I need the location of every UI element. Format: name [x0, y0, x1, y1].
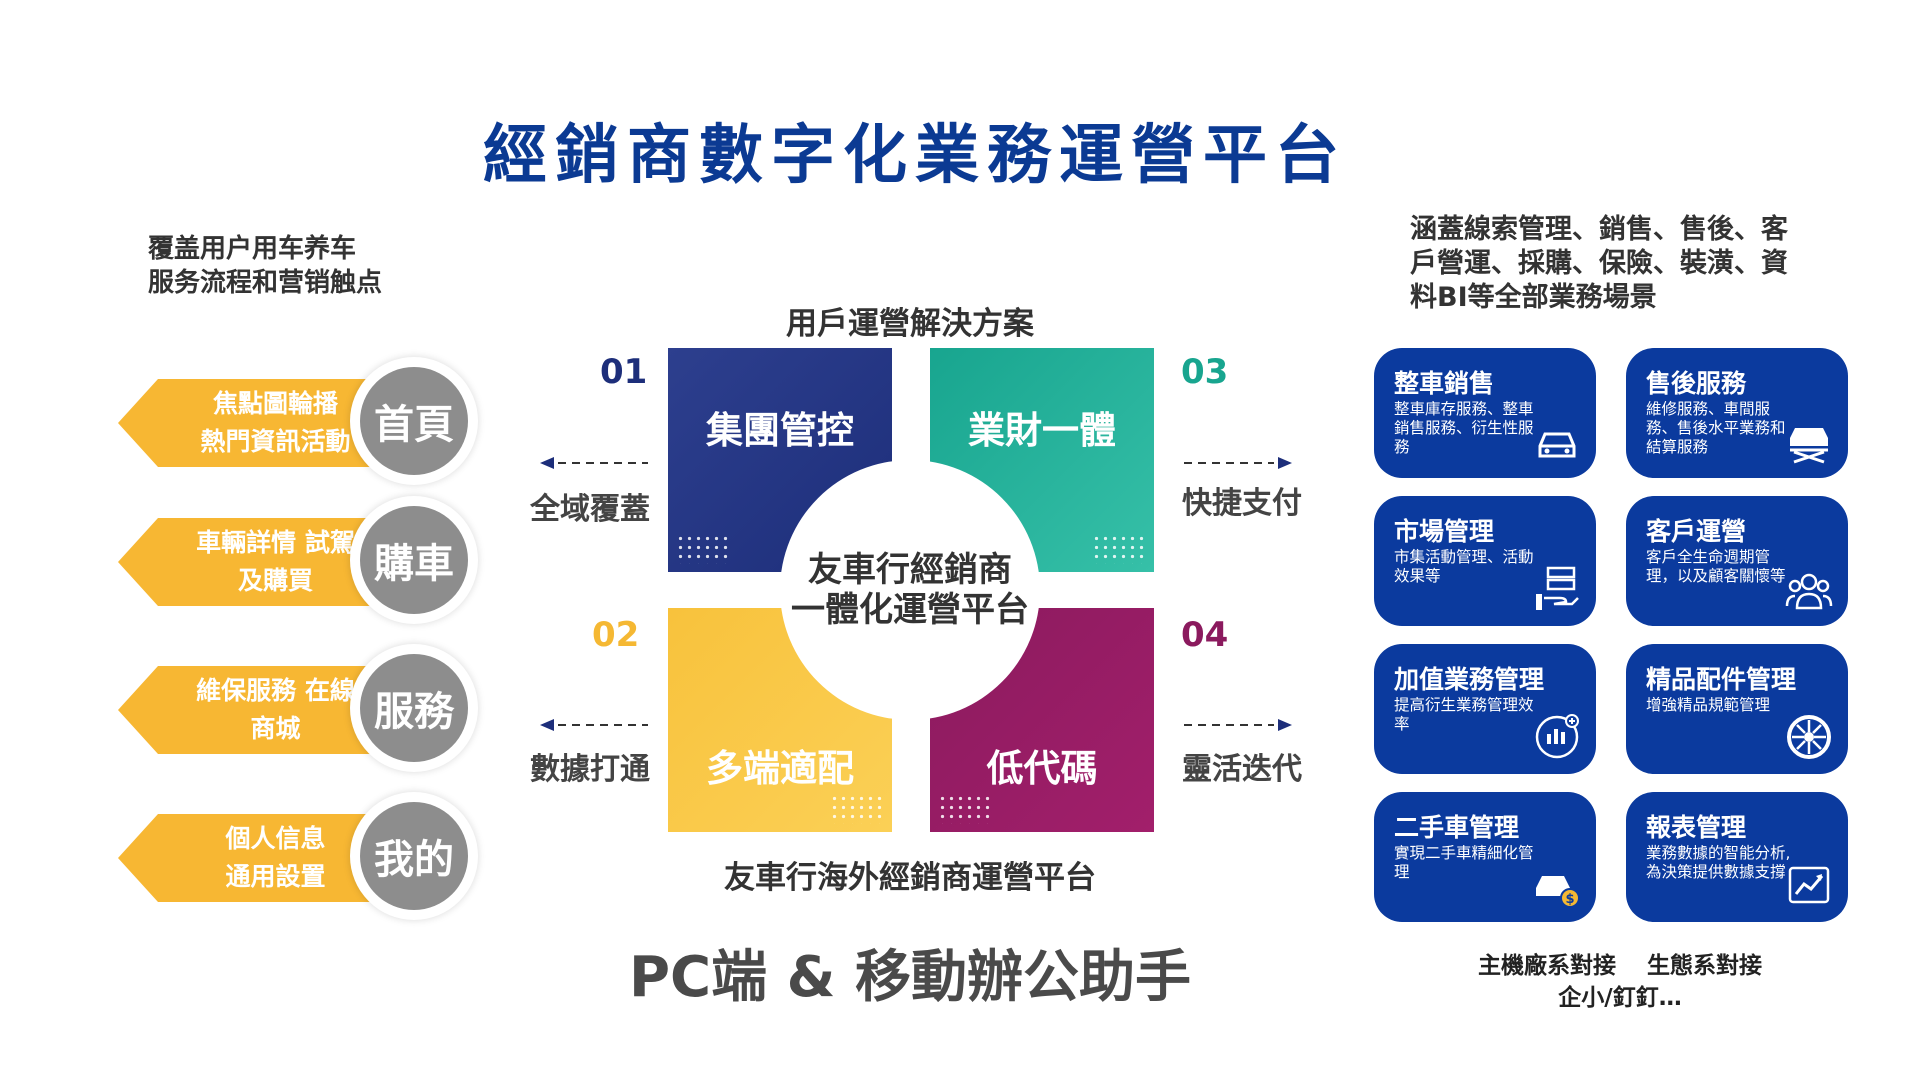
- quadrant-label: 低代碼: [986, 747, 1098, 790]
- card-vehicle-sales: 整車銷售 整車庫存服務、整車銷售服務、衍生性服務: [1374, 348, 1596, 478]
- car-lift-icon: [1790, 428, 1828, 464]
- card-value-added: 加值業務管理 提高衍生業務管理效率: [1374, 644, 1596, 774]
- card-desc: 實現二手車精細化管理: [1394, 844, 1534, 881]
- desc-line: 焦點圖輪播: [212, 389, 338, 418]
- quadrant-number: 03: [1181, 352, 1229, 392]
- desc-line: 及購買: [237, 566, 313, 595]
- nav-circle-label: 購車: [360, 506, 468, 614]
- nav-circle: 首頁: [350, 357, 478, 485]
- quadrant-label: 集團管控: [706, 409, 854, 452]
- quadrant-number: 04: [1181, 615, 1229, 655]
- quadrant-label: 多端適配: [706, 747, 854, 790]
- nav-circle: 服務: [350, 644, 478, 772]
- desc-line: 通用設置: [225, 862, 326, 891]
- arrow-left-icon: [540, 719, 648, 731]
- center-circle-line: 一體化運營平台: [791, 590, 1029, 630]
- right-intro-line: 涵蓋線索管理、銷售、售後、客: [1410, 214, 1788, 245]
- side-label: 靈活迭代: [1182, 752, 1302, 787]
- side-label: 全域覆蓋: [530, 492, 650, 527]
- card-title: 二手車管理: [1394, 813, 1520, 842]
- nav-item-home: 焦點圖輪播熱門資訊活動 首頁: [118, 357, 478, 485]
- dot-pattern: [676, 534, 730, 564]
- card-desc: 業務數據的智能分析,為決策提供數據支撐: [1646, 844, 1791, 881]
- integration-note: 主機廠系對接 生態系對接 企小/釘釘…: [1410, 950, 1830, 1014]
- quadrant-label: 業財一體: [968, 409, 1116, 452]
- desc-line: 維保服務 在線: [196, 676, 355, 705]
- nav-circle-label: 我的: [360, 802, 468, 910]
- quadrant-number: 02: [592, 615, 640, 655]
- nav-circle-label: 服務: [360, 654, 468, 762]
- card-desc: 整車庫存服務、整車銷售服務、衍生性服務: [1394, 400, 1534, 456]
- car-dollar-icon: $: [1536, 876, 1580, 908]
- card-customer-operations: 客戶運營 客戶全生命週期管理，以及顧客關懷等: [1626, 496, 1848, 626]
- nav-item-mine: 個人信息通用設置 我的: [118, 792, 478, 920]
- left-intro-line: 覆盖用户用车养车: [148, 234, 357, 264]
- card-desc: 提高衍生業務管理效率: [1394, 696, 1534, 733]
- platform-title: PC端 & 移動辦公助手: [629, 945, 1191, 1010]
- card-desc: 維修服務、車間服務、售後水平業務和結算服務: [1646, 400, 1786, 456]
- nav-item-buy-car: 車輛詳情 試駕及購買 購車: [118, 496, 478, 624]
- card-title: 客戶運營: [1646, 517, 1747, 546]
- arrow-left-icon: [540, 457, 648, 469]
- desc-line: 個人信息: [225, 824, 326, 853]
- left-intro-line: 服务流程和营销触点: [148, 268, 383, 298]
- nav-circle-label: 首頁: [360, 367, 468, 475]
- nav-item-desc: 維保服務 在線商城: [148, 666, 403, 754]
- dot-pattern: [938, 794, 992, 824]
- chart-hand-icon: [1535, 714, 1579, 759]
- card-title: 整車銷售: [1394, 369, 1495, 398]
- center-circle: 友車行經銷商 一體化運營平台: [780, 460, 1040, 720]
- card-market-management: 市場管理 市集活動管理、活動效果等: [1374, 496, 1596, 626]
- people-icon: [1785, 573, 1833, 610]
- nav-item-desc: 車輛詳情 試駕及購買: [148, 518, 403, 606]
- arrow-right-icon: [1184, 719, 1292, 731]
- trend-chart-icon: [1788, 866, 1830, 904]
- dot-pattern: [1092, 534, 1146, 564]
- card-title: 精品配件管理: [1646, 665, 1797, 694]
- desc-line: 車輛詳情 試駕: [196, 528, 355, 557]
- nav-item-desc: 個人信息通用設置: [148, 814, 403, 902]
- side-label: 快捷支付: [1182, 486, 1302, 521]
- card-desc: 客戶全生命週期管理，以及顧客關懷等: [1646, 548, 1786, 585]
- card-desc: 增強精品規範管理: [1646, 696, 1771, 714]
- right-intro-line: 料BI等全部業務場景: [1410, 282, 1657, 313]
- right-intro: 涵蓋線索管理、銷售、售後、客 戶營運、採購、保險、裝潢、資 料BI等全部業務場景: [1410, 213, 1830, 315]
- nav-circle: 購車: [350, 496, 478, 624]
- card-title: 加值業務管理: [1394, 665, 1545, 694]
- card-accessories: 精品配件管理 增強精品規範管理: [1626, 644, 1848, 774]
- integration-line: 主機廠系對接 生態系對接: [1477, 953, 1762, 979]
- right-intro-line: 戶營運、採購、保險、裝潢、資: [1410, 248, 1788, 279]
- car-icon: [1538, 432, 1576, 458]
- wheel-icon: [1787, 715, 1831, 759]
- card-desc: 市集活動管理、活動效果等: [1394, 548, 1534, 585]
- card-title: 報表管理: [1646, 813, 1747, 842]
- center-circle-line: 友車行經銷商: [808, 550, 1012, 590]
- center-bottom-heading: 友車行海外經銷商運營平台: [724, 860, 1096, 896]
- center-top-heading: 用戶運營解決方案: [786, 306, 1034, 342]
- nav-item-service: 維保服務 在線商城 服務: [118, 644, 478, 772]
- side-label: 數據打通: [530, 752, 650, 787]
- card-after-sales: 售後服務 維修服務、車間服務、售後水平業務和結算服務: [1626, 348, 1848, 478]
- quadrant-number: 01: [600, 352, 648, 392]
- card-title: 市場管理: [1394, 517, 1495, 546]
- card-title: 售後服務: [1646, 369, 1747, 398]
- nav-circle: 我的: [350, 792, 478, 920]
- dot-pattern: [830, 794, 884, 824]
- integration-line: 企小/釘釘…: [1558, 985, 1682, 1011]
- card-used-car: 二手車管理 實現二手車精細化管理 $: [1374, 792, 1596, 922]
- left-intro: 覆盖用户用车养车 服务流程和营销触点: [148, 232, 382, 300]
- card-reports: 報表管理 業務數據的智能分析,為決策提供數據支撐: [1626, 792, 1848, 922]
- nav-item-desc: 焦點圖輪播熱門資訊活動: [148, 379, 403, 467]
- desc-line: 熱門資訊活動: [200, 427, 351, 456]
- desc-line: 商城: [250, 714, 301, 743]
- server-hand-icon: [1536, 566, 1579, 610]
- page-title: 經銷商數字化業務運營平台: [483, 119, 1347, 193]
- svg-text:$: $: [1565, 892, 1574, 907]
- arrow-right-icon: [1184, 457, 1292, 469]
